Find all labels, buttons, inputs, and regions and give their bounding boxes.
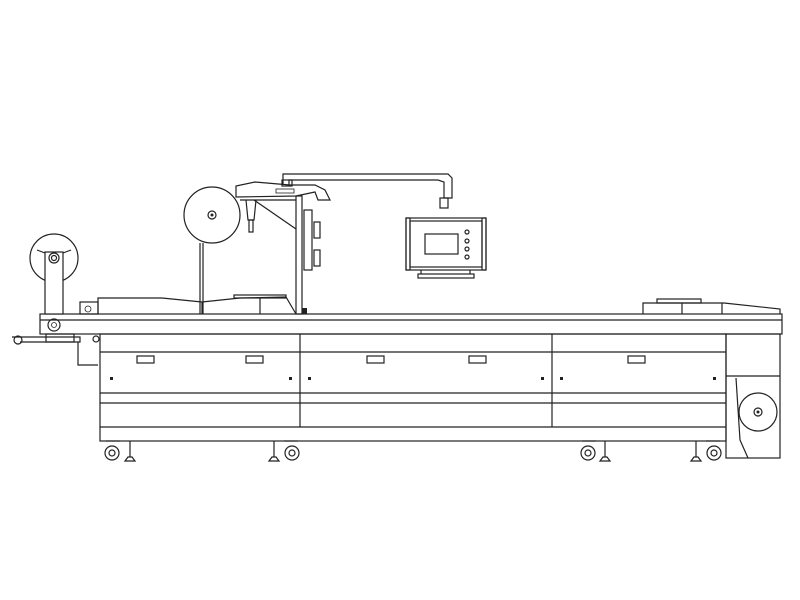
handle [366,355,385,364]
bottom-rewind-roll [738,392,778,432]
control-arm [282,173,453,209]
top-film-roll [183,186,241,314]
panel-button [464,229,470,235]
casters [104,440,722,462]
machine-bed [39,294,783,335]
control-panel [405,217,487,279]
handle [136,355,155,364]
forming-station-frame [235,179,331,315]
panel-button [464,254,470,260]
panel-button [464,246,470,252]
film-unwind-roll-left [12,233,100,366]
panel-button [464,238,470,244]
handle [627,355,646,364]
cabinet [99,333,781,459]
handle [245,355,264,364]
panel-screen [424,233,459,255]
handle [468,355,487,364]
